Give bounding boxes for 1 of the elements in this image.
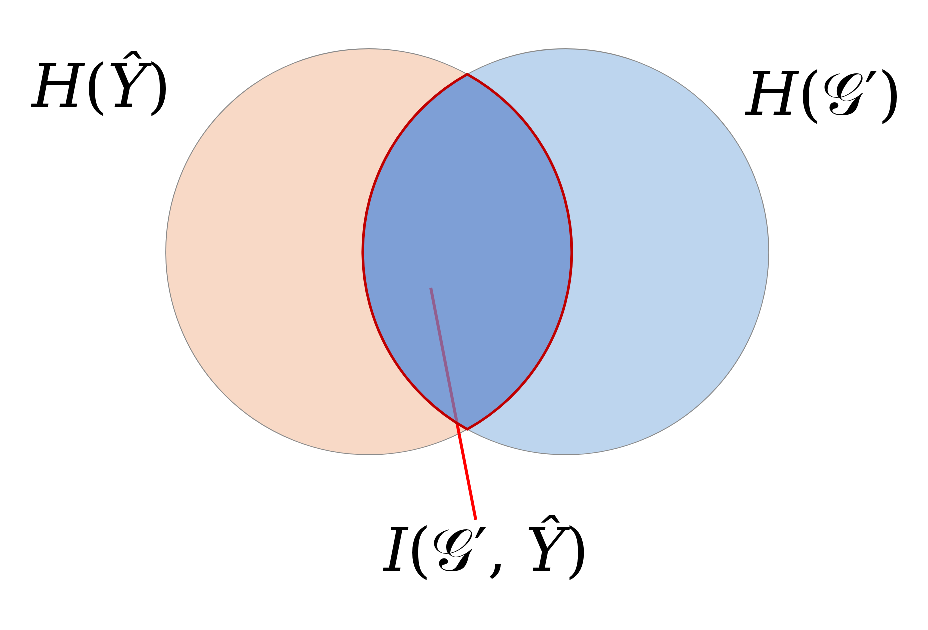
set-label: H(𝒢′) — [746, 62, 902, 128]
